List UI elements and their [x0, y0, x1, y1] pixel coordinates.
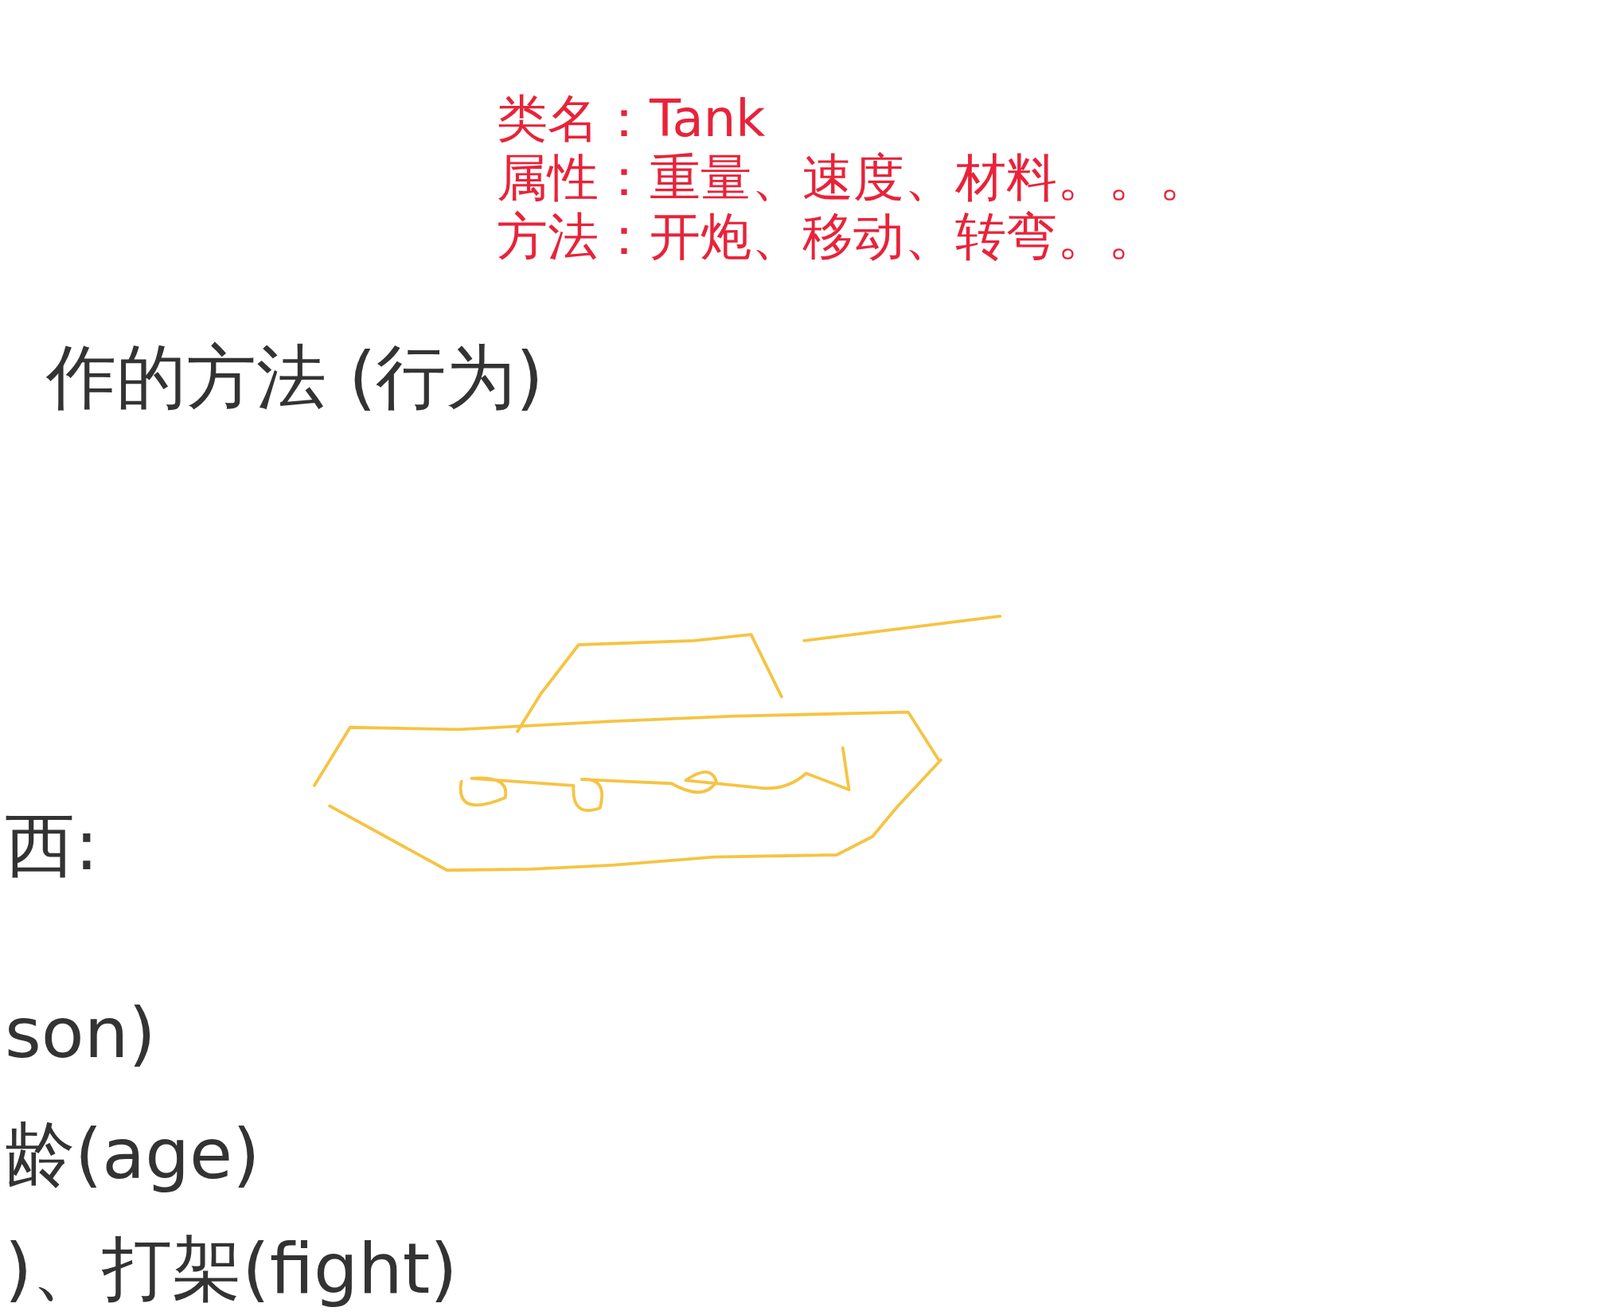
attribute-note: 属性：重量、速度、材料。。。	[496, 151, 1210, 205]
method-note: 方法：开炮、移动、转弯。。	[496, 210, 1160, 264]
class-name-note: 类名：Tank	[496, 92, 765, 146]
tank-barrel	[803, 616, 1000, 641]
slide-text: 龄(age)	[4, 1117, 261, 1191]
slide-text: 作的方法 (行为)	[46, 340, 544, 414]
tank-hull-bottom	[329, 760, 941, 871]
tank-wheels	[460, 747, 850, 811]
slide-text: )、打架(fight)	[4, 1232, 458, 1306]
slide-text: son)	[4, 996, 157, 1070]
tank-hull-top	[314, 712, 939, 786]
slide-text: 西:	[4, 808, 99, 882]
